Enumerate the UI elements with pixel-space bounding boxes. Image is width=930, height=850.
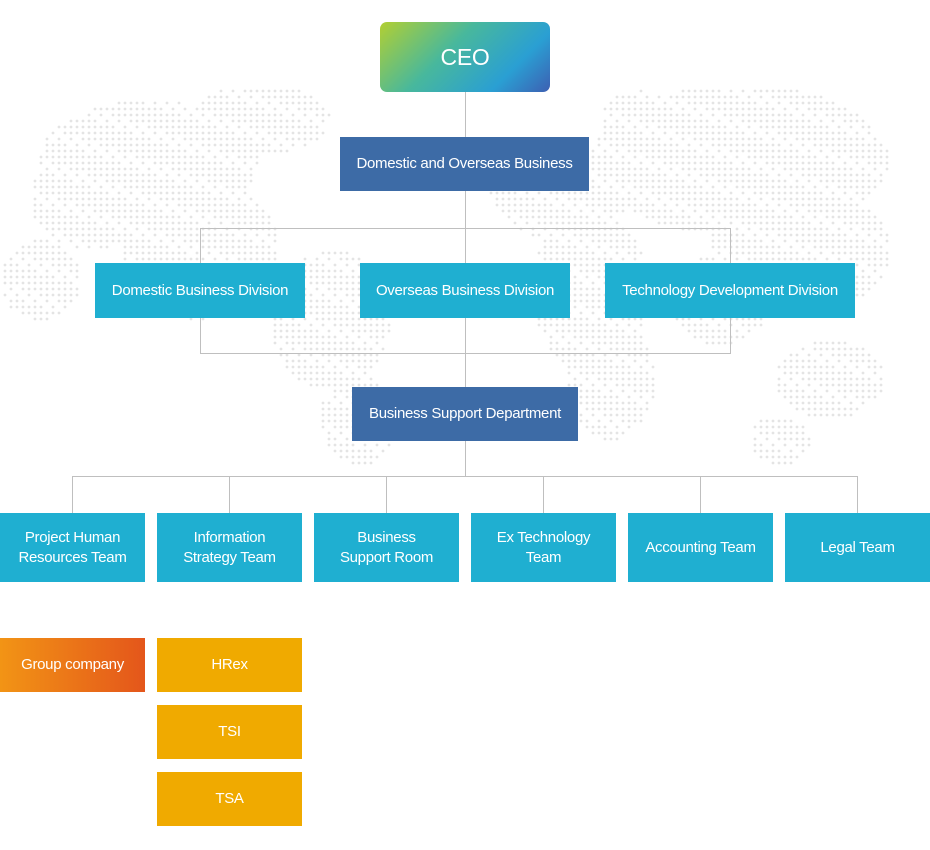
- connector-line: [200, 353, 731, 354]
- ceo-label: CEO: [440, 44, 490, 70]
- team-label: Information Strategy Team: [183, 528, 276, 568]
- company-box-hrex[interactable]: HRex: [157, 638, 302, 692]
- division-label: Technology Development Division: [622, 281, 838, 299]
- team-label: Project Human Resources Team: [18, 528, 126, 568]
- company-box-tsi[interactable]: TSI: [157, 705, 302, 759]
- domestic-overseas-business-box[interactable]: Domestic and Overseas Business: [340, 137, 589, 191]
- connector-line: [72, 476, 858, 477]
- team-label: Business Support Room: [340, 528, 433, 568]
- team-label-line: Support Room: [339, 548, 434, 566]
- company-label: TSA: [215, 790, 244, 807]
- team-box-business-support-room[interactable]: Business Support Room: [314, 513, 459, 582]
- team-label-line: Ex Technology: [496, 528, 591, 546]
- team-box-project-human-resources[interactable]: Project Human Resources Team: [0, 513, 145, 582]
- connector-line: [72, 476, 73, 513]
- connector-line: [386, 476, 387, 513]
- company-box-tsa[interactable]: TSA: [157, 772, 302, 826]
- overseas-business-division-box[interactable]: Overseas Business Division: [360, 263, 570, 318]
- division-label: Overseas Business Division: [375, 281, 555, 299]
- company-label: HRex: [211, 656, 248, 673]
- domestic-business-division-box[interactable]: Domestic Business Division: [95, 263, 305, 318]
- group-company-label: Group company: [21, 656, 124, 673]
- team-box-accounting[interactable]: Accounting Team: [628, 513, 773, 582]
- team-label-line: Strategy Team: [183, 548, 276, 566]
- team-label-line: Resources Team: [18, 548, 127, 566]
- team-label: Legal Team: [820, 538, 895, 556]
- company-label: TSI: [218, 723, 241, 740]
- team-box-ex-technology[interactable]: Ex Technology Team: [471, 513, 616, 582]
- ceo-box[interactable]: CEO: [380, 22, 550, 92]
- business-support-department-label: Business Support Department: [368, 405, 561, 422]
- business-support-department-box[interactable]: Business Support Department: [352, 387, 578, 441]
- team-label-line: Team: [525, 548, 562, 566]
- team-box-legal[interactable]: Legal Team: [785, 513, 930, 582]
- team-label-line: Information: [193, 528, 266, 546]
- connector-line: [229, 476, 230, 513]
- connector-line: [465, 92, 466, 137]
- group-company-box[interactable]: Group company: [0, 638, 145, 692]
- connector-line: [200, 228, 731, 229]
- team-label: Accounting Team: [645, 538, 756, 556]
- team-label-line: Project Human: [24, 528, 121, 546]
- team-box-information-strategy[interactable]: Information Strategy Team: [157, 513, 302, 582]
- technology-development-division-box[interactable]: Technology Development Division: [605, 263, 855, 318]
- connector-line: [700, 476, 701, 513]
- connector-line: [857, 476, 858, 513]
- team-label-line: Business: [357, 528, 416, 546]
- team-label: Ex Technology Team: [496, 528, 591, 568]
- division-label: Domestic Business Division: [111, 281, 289, 299]
- connector-line: [465, 441, 466, 476]
- domestic-overseas-business-label: Domestic and Overseas Business: [356, 155, 573, 172]
- connector-line: [543, 476, 544, 513]
